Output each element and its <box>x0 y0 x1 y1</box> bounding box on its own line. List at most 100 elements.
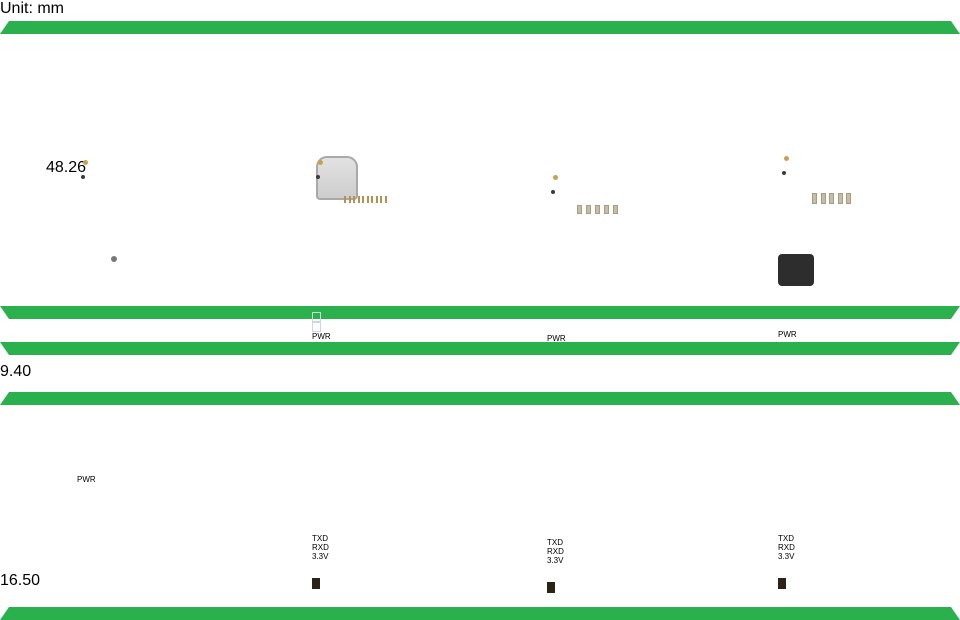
smd-core <box>547 498 553 502</box>
trace-line <box>77 152 95 198</box>
resistor <box>547 366 556 380</box>
resistor-core <box>778 362 783 369</box>
jumper-pin <box>553 175 558 180</box>
resistor <box>547 380 556 394</box>
txd-led <box>778 510 805 522</box>
usb-a-leg <box>77 451 84 475</box>
power-led-core <box>547 322 555 328</box>
resistor <box>778 376 787 390</box>
jumper-slot <box>312 578 320 589</box>
smd-core <box>778 485 784 489</box>
jumper-slot <box>778 578 786 589</box>
rxd-led <box>547 526 574 538</box>
usb-c-contact <box>353 196 355 203</box>
smd-core <box>547 506 553 510</box>
usb-a-connector <box>77 256 152 379</box>
micro-mouth <box>547 299 572 311</box>
power-led-core <box>77 484 85 490</box>
jumper-pin <box>318 160 323 165</box>
dim-line <box>0 185 3 306</box>
ic-dot <box>551 190 555 194</box>
usb-a-leg <box>77 427 84 451</box>
usb-c-contact <box>375 196 378 203</box>
pwr-label: PWR <box>77 475 96 484</box>
smd-core <box>312 471 317 478</box>
ic-dot <box>81 175 85 179</box>
dimension-board-width-row: 16.50 <box>0 572 99 604</box>
smd-part <box>547 506 562 514</box>
resistor <box>312 410 321 424</box>
resistor <box>77 553 86 567</box>
usb-a-leg <box>77 379 84 403</box>
smd-core <box>778 494 784 498</box>
mini-opening <box>778 254 814 286</box>
voltage-3v3-label: 3.3V <box>778 552 795 561</box>
smd-part <box>547 480 559 489</box>
usb-c-connector <box>312 156 364 312</box>
voltage-3v3-label: 3.3V <box>312 552 329 561</box>
dim-line <box>0 325 3 342</box>
resistor-core <box>312 354 317 361</box>
resistor-core <box>312 368 317 375</box>
resistor-core <box>547 380 552 387</box>
resistor <box>77 511 86 525</box>
dim-line <box>0 34 3 151</box>
jumper-header <box>778 156 796 620</box>
trace-line <box>778 148 796 194</box>
rxd-led <box>778 522 805 534</box>
jumper-cap <box>547 582 575 615</box>
resistor <box>312 382 321 396</box>
smd-part <box>778 494 793 502</box>
usb-c-contact <box>371 196 373 203</box>
smd-core <box>547 480 553 484</box>
txd-led <box>312 510 339 522</box>
dim-line <box>0 497 3 572</box>
mini-leg <box>812 193 817 204</box>
dim-arrow-up-icon <box>0 607 960 620</box>
pwr-label: PWR <box>778 330 797 339</box>
resistor-core <box>77 511 82 518</box>
resistor <box>778 390 787 404</box>
dim-arrow-down-icon <box>0 342 960 355</box>
unit-label: Unit: mm <box>0 0 64 17</box>
rxd-led-core <box>778 522 786 528</box>
usb-c-contact <box>344 196 346 203</box>
resistor-core <box>547 394 552 401</box>
smd-core <box>77 614 82 620</box>
capacitor <box>547 454 560 480</box>
power-led-core <box>778 318 786 324</box>
power-led <box>77 484 105 497</box>
resistor-core <box>312 410 317 417</box>
resistor-core <box>312 396 317 403</box>
usb-c-contact <box>362 196 364 203</box>
dim-arrow-down-icon <box>0 306 960 319</box>
resistor <box>778 362 787 376</box>
jumper-slot <box>547 582 555 593</box>
rxd-label: RXD <box>547 547 564 556</box>
smd-part <box>778 476 790 485</box>
jumper-header <box>312 160 330 620</box>
smd-part <box>77 614 87 620</box>
ic-chip <box>312 175 343 456</box>
power-led <box>312 341 340 354</box>
dimension-board-width: 16.50 <box>0 572 41 589</box>
resistor-core <box>547 408 552 415</box>
resistor-core <box>77 539 82 546</box>
resistor <box>547 408 556 422</box>
mini-leg <box>837 193 843 204</box>
trace-line <box>778 194 794 254</box>
usb-a-leg <box>77 403 84 427</box>
ic-chip <box>547 190 578 454</box>
dim-arrow-up-icon <box>0 21 960 34</box>
resistor-core <box>312 382 317 389</box>
mini-leg <box>820 193 826 204</box>
jumper-cap <box>778 578 806 611</box>
resistor <box>312 368 321 382</box>
usb-c-contact <box>366 196 369 203</box>
trace-line <box>547 213 563 273</box>
dim-line <box>0 422 3 497</box>
resistor <box>778 404 787 418</box>
micro-leg <box>604 205 609 214</box>
resistor-core <box>778 376 783 383</box>
